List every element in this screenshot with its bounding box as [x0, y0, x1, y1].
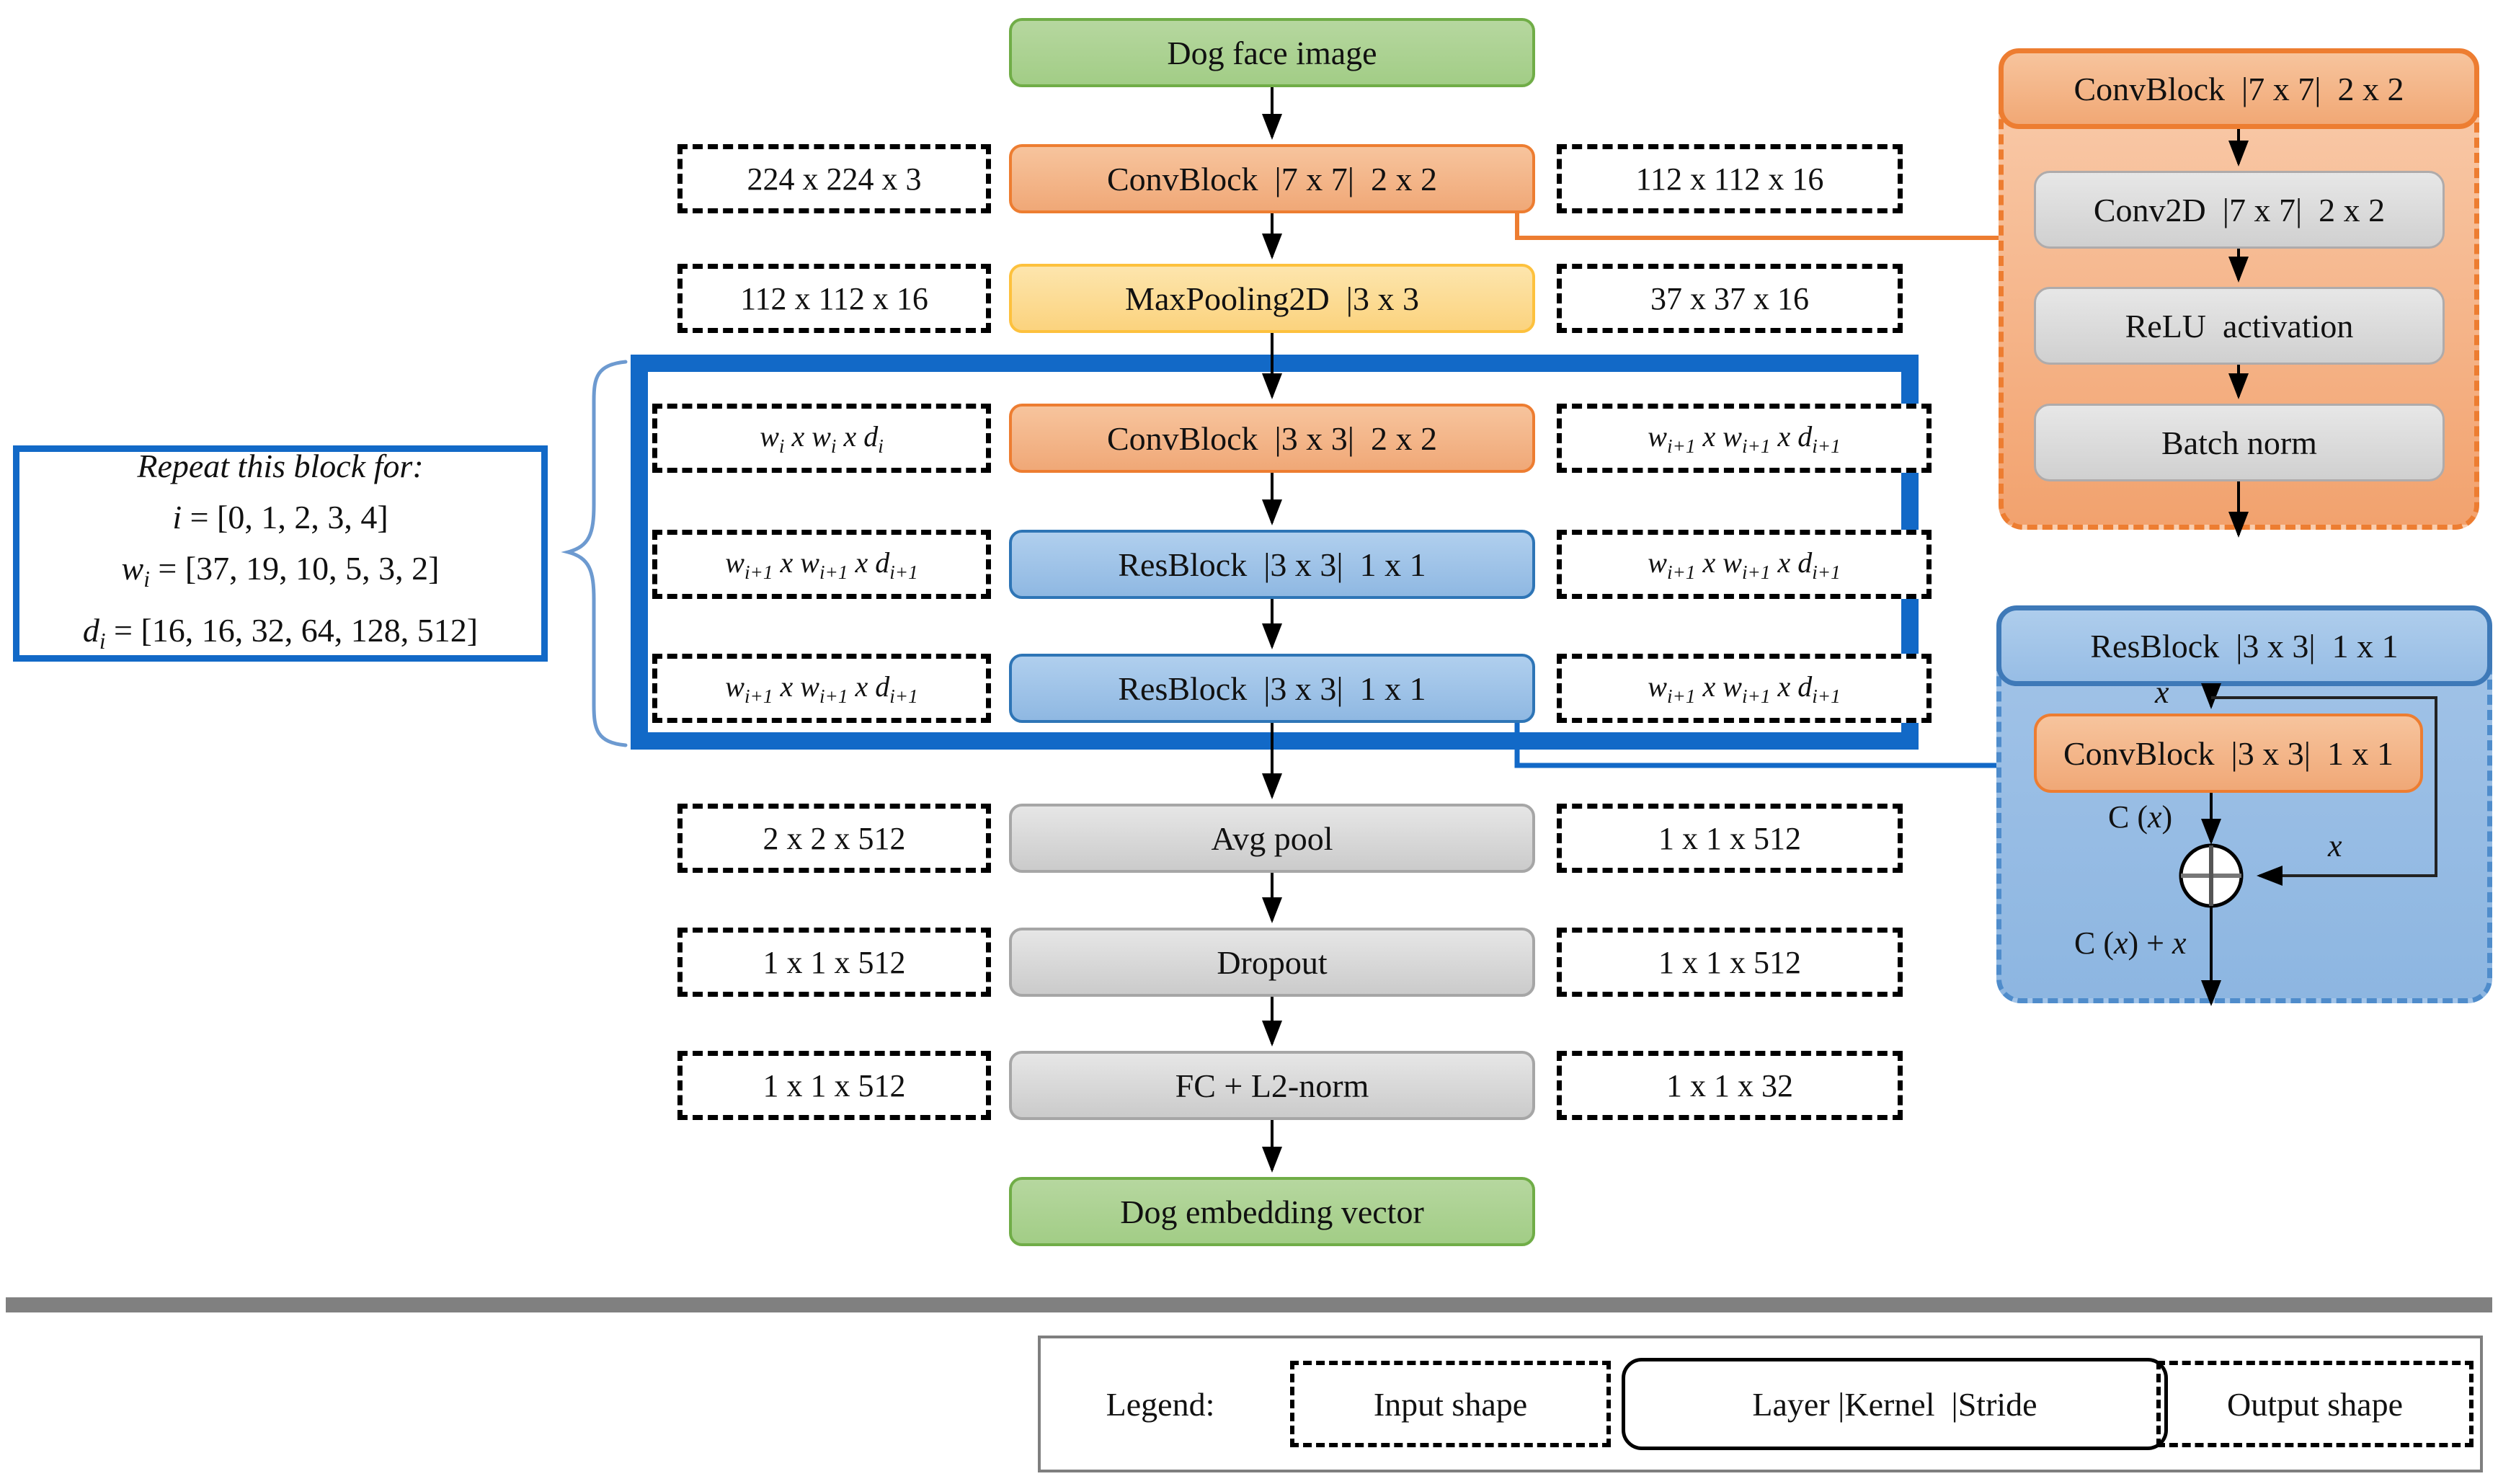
label-x-top: x: [2155, 675, 2169, 710]
input-shape-label: wi x wi x di: [760, 419, 884, 457]
output-shape-box: wi+1 x wi+1 x di+1: [1557, 530, 1932, 599]
layer-label: ResBlock |3 x 3| 1 x 1: [1118, 670, 1426, 707]
input-shape-box: 1 x 1 x 512: [677, 928, 991, 997]
output-shape-label: 1 x 1 x 512: [1658, 820, 1801, 856]
legend-output-shape: Output shape: [2156, 1361, 2473, 1447]
legend-title-label: Legend:: [1106, 1385, 1215, 1423]
resblock-detail-header-label: ResBlock |3 x 3| 1 x 1: [2090, 627, 2399, 665]
repeat-note-d: di = [16, 16, 32, 64, 128, 512]: [82, 612, 479, 654]
input-shape-box: wi+1 x wi+1 x di+1: [652, 530, 991, 599]
legend-layer-kernel-stride: Layer |Kernel |Stride: [1622, 1358, 2168, 1450]
output-shape-box: 112 x 112 x 16: [1557, 144, 1903, 213]
output-shape-label: 37 x 37 x 16: [1650, 280, 1809, 316]
convblock-detail-header: ConvBlock |7 x 7| 2 x 2: [1999, 48, 2479, 129]
section-divider: [6, 1297, 2492, 1312]
output-shape-label: wi+1 x wi+1 x di+1: [1648, 419, 1841, 457]
layer-box-fc-l2norm: FC + L2-norm: [1009, 1051, 1535, 1120]
sink-box: Dog embedding vector: [1009, 1177, 1535, 1246]
layer-label: Dropout: [1217, 943, 1328, 981]
output-shape-box: 1 x 1 x 32: [1557, 1051, 1903, 1120]
repeat-note-i: i = [0, 1, 2, 3, 4]: [172, 498, 388, 536]
source-label: Dog face image: [1167, 34, 1377, 71]
layer-box-resblock-1: ResBlock |3 x 3| 1 x 1: [1009, 530, 1535, 599]
step-conv2d: Conv2D |7 x 7| 2 x 2: [2034, 171, 2445, 249]
output-shape-box: 1 x 1 x 512: [1557, 804, 1903, 873]
legend-layer-label: Layer |Kernel |Stride: [1752, 1385, 2037, 1423]
output-shape-box: 1 x 1 x 512: [1557, 928, 1903, 997]
legend-title: Legend:: [1059, 1361, 1261, 1447]
repeat-brace: [561, 360, 628, 747]
layer-label: MaxPooling2D |3 x 3: [1125, 280, 1419, 317]
output-shape-label: wi+1 x wi+1 x di+1: [1648, 546, 1841, 583]
legend-output-label: Output shape: [2226, 1385, 2403, 1423]
layer-label: ConvBlock |3 x 3| 2 x 2: [1107, 419, 1437, 457]
output-shape-label: 1 x 1 x 512: [1658, 944, 1801, 980]
layer-label: ConvBlock |7 x 7| 2 x 2: [1107, 160, 1437, 197]
source-box: Dog face image: [1009, 18, 1535, 87]
input-shape-label: wi+1 x wi+1 x di+1: [725, 670, 918, 707]
input-shape-label: wi+1 x wi+1 x di+1: [725, 546, 918, 583]
layer-label: FC + L2-norm: [1175, 1067, 1369, 1104]
step-relu: ReLU activation: [2034, 287, 2445, 365]
legend-input-label: Input shape: [1373, 1385, 1528, 1423]
layer-box-maxpooling2d: MaxPooling2D |3 x 3: [1009, 264, 1535, 333]
input-shape-label: 224 x 224 x 3: [747, 161, 922, 197]
input-shape-box: 224 x 224 x 3: [677, 144, 991, 213]
sink-label: Dog embedding vector: [1120, 1193, 1424, 1230]
step-batchnorm-label: Batch norm: [2161, 424, 2317, 461]
output-shape-label: 1 x 1 x 32: [1666, 1067, 1793, 1103]
layer-box-dropout: Dropout: [1009, 928, 1535, 997]
layer-label: ResBlock |3 x 3| 1 x 1: [1118, 546, 1426, 583]
repeat-note-w: wi = [37, 19, 10, 5, 3, 2]: [121, 549, 440, 592]
legend-input-shape: Input shape: [1290, 1361, 1611, 1447]
output-shape-box: wi+1 x wi+1 x di+1: [1557, 404, 1932, 473]
output-shape-box: 37 x 37 x 16: [1557, 264, 1903, 333]
output-shape-label: wi+1 x wi+1 x di+1: [1648, 670, 1841, 707]
input-shape-label: 1 x 1 x 512: [763, 944, 906, 980]
layer-box-convblock-3x3: ConvBlock |3 x 3| 2 x 2: [1009, 404, 1535, 473]
step-batchnorm: Batch norm: [2034, 404, 2445, 481]
convblock-detail-header-label: ConvBlock |7 x 7| 2 x 2: [2073, 70, 2404, 107]
repeat-note-box: Repeat this block for: i = [0, 1, 2, 3, …: [13, 445, 548, 662]
output-shape-label: 112 x 112 x 16: [1635, 161, 1824, 197]
output-shape-box: wi+1 x wi+1 x di+1: [1557, 654, 1932, 723]
input-shape-box: 1 x 1 x 512: [677, 1051, 991, 1120]
resblock-inner-convblock-label: ConvBlock |3 x 3| 1 x 1: [2063, 734, 2393, 772]
repeat-note-title: Repeat this block for:: [137, 447, 424, 484]
input-shape-box: wi x wi x di: [652, 404, 991, 473]
layer-box-convblock-7x7: ConvBlock |7 x 7| 2 x 2: [1009, 144, 1535, 213]
label-x-skip: x: [2328, 828, 2342, 863]
layer-box-resblock-2: ResBlock |3 x 3| 1 x 1: [1009, 654, 1535, 723]
label-cx-plus-x: C (x) + x: [2074, 925, 2187, 961]
connector-conv7-to-detail: [1515, 213, 1999, 240]
step-relu-label: ReLU activation: [2125, 307, 2354, 345]
step-conv2d-label: Conv2D |7 x 7| 2 x 2: [2093, 191, 2386, 228]
resblock-inner-convblock: ConvBlock |3 x 3| 1 x 1: [2034, 714, 2423, 793]
input-shape-box: 112 x 112 x 16: [677, 264, 991, 333]
input-shape-label: 112 x 112 x 16: [740, 280, 928, 316]
resblock-detail-header: ResBlock |3 x 3| 1 x 1: [1996, 605, 2492, 686]
layer-box-avgpool: Avg pool: [1009, 804, 1535, 873]
input-shape-label: 1 x 1 x 512: [763, 1067, 906, 1103]
input-shape-box: 2 x 2 x 512: [677, 804, 991, 873]
input-shape-box: wi+1 x wi+1 x di+1: [652, 654, 991, 723]
label-cx: C (x): [2108, 799, 2173, 835]
layer-label: Avg pool: [1211, 819, 1333, 857]
input-shape-label: 2 x 2 x 512: [763, 820, 906, 856]
